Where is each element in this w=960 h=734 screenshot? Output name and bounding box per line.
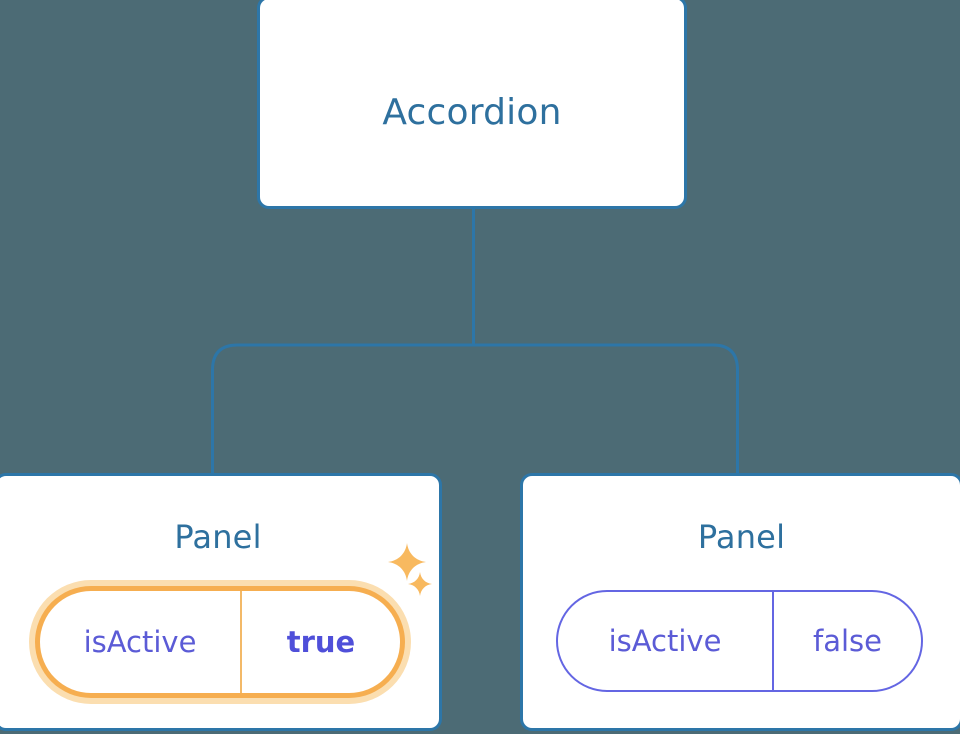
- edge-branch-bar: [211, 343, 739, 473]
- sparkle-icon-large: [388, 543, 426, 581]
- prop-value-isactive-active: true: [286, 625, 356, 659]
- sparkle-icon-small: [408, 572, 432, 596]
- prop-key-isactive-inactive: isActive: [558, 592, 774, 690]
- node-panel-active-title: Panel: [174, 518, 262, 556]
- node-accordion[interactable]: Accordion: [257, 0, 687, 209]
- prop-pill-active[interactable]: isActive true: [29, 580, 411, 704]
- prop-pill-active-body: isActive true: [40, 591, 400, 693]
- prop-pill-highlight-ring: isActive true: [35, 586, 405, 698]
- node-accordion-title: Accordion: [382, 92, 562, 133]
- prop-pill-inactive[interactable]: isActive false: [556, 590, 923, 692]
- prop-value-isactive-inactive: false: [813, 624, 882, 658]
- prop-key-isactive-active: isActive: [40, 591, 242, 693]
- node-panel-inactive-title: Panel: [697, 518, 786, 556]
